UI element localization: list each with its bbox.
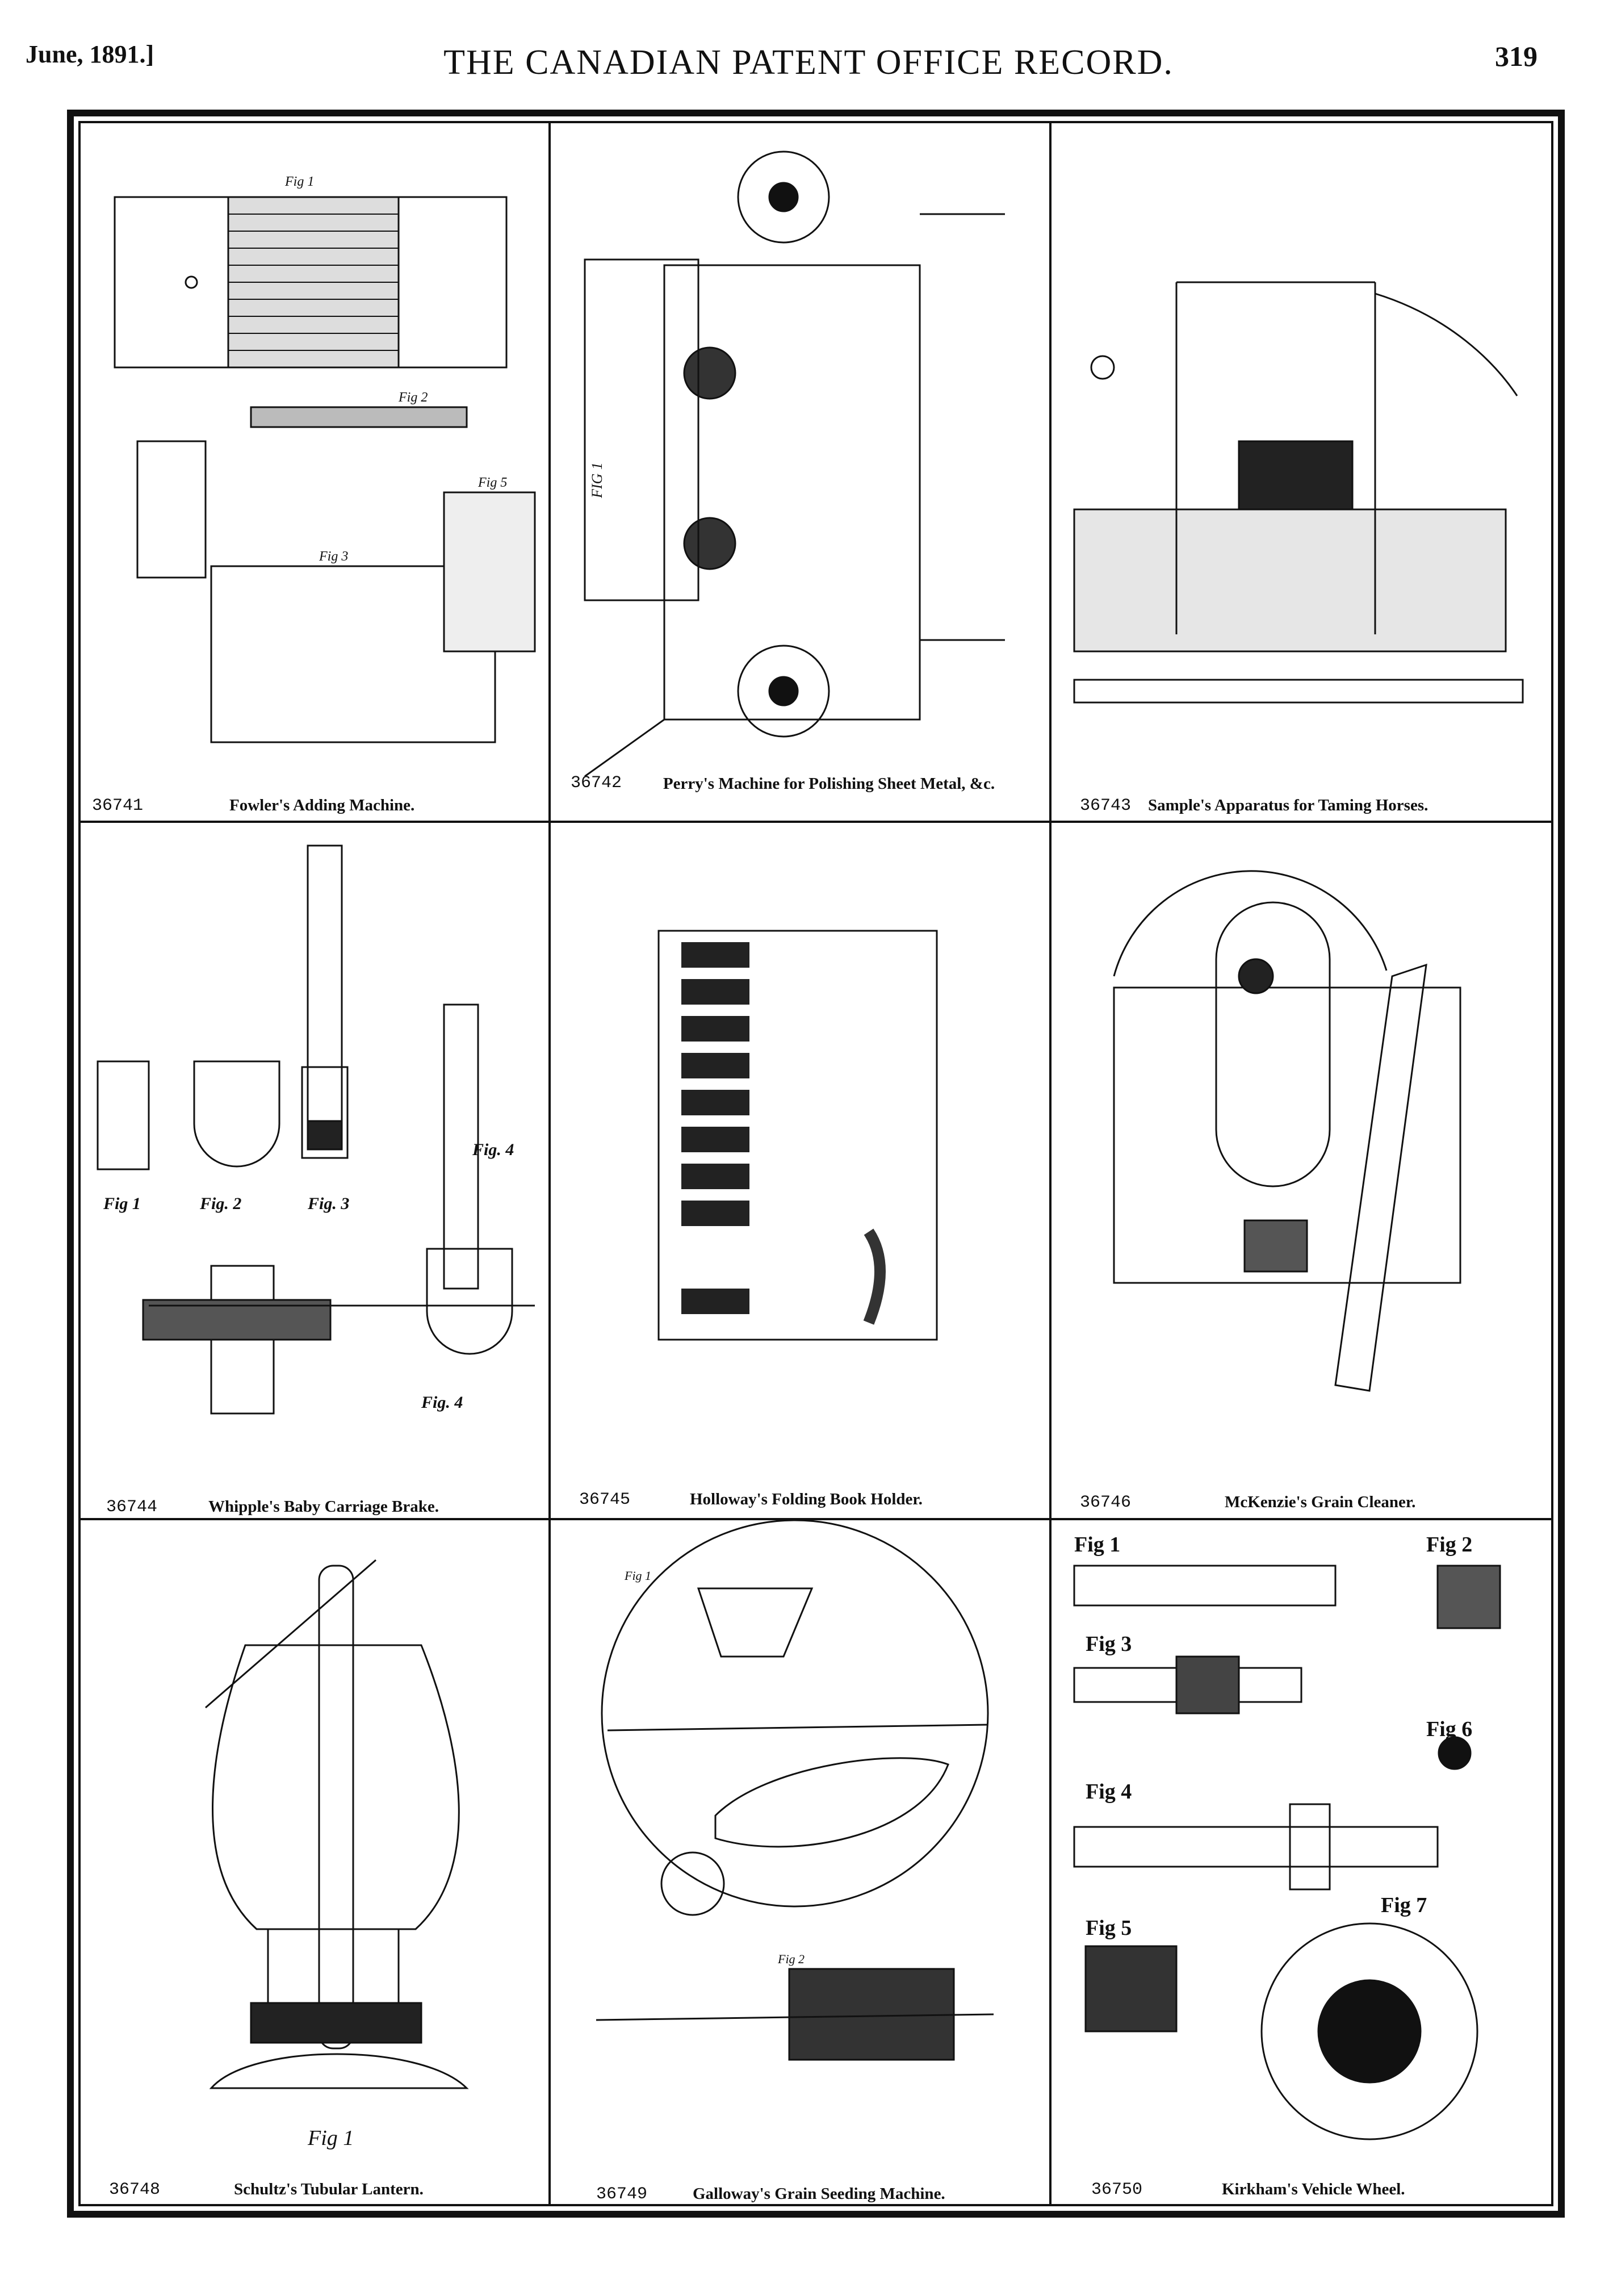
grid-divider-v2 — [1049, 121, 1052, 2206]
patent-number: 36749 — [596, 2185, 648, 2204]
kirkham-fig4-label: Fig 4 — [1086, 1780, 1132, 1804]
fowler-fig1-label: Fig 1 — [284, 174, 314, 189]
patent-number: 36748 — [109, 2180, 161, 2199]
page-border-outer — [67, 110, 1565, 2218]
patent-number: 36741 — [92, 796, 144, 815]
patent-panel-sample: 36743 Sample's Apparatus for Taming Hors… — [1052, 123, 1551, 821]
schultz-drawing: Fig 1 — [205, 1559, 469, 2150]
patent-panel-holloway: 36745 Holloway's Folding Book Holder. — [551, 823, 1049, 1518]
sample-drawing — [1073, 281, 1524, 704]
patent-title: McKenzie's Grain Cleaner. — [1225, 1493, 1416, 1511]
whipple-fig3-label: Fig. 3 — [307, 1194, 349, 1213]
publication-title: THE CANADIAN PATENT OFFICE RECORD. — [443, 43, 1174, 82]
patent-panel-whipple: Fig 1 Fig. 2 Fig. 3 Fig. 4 Fig. 4 36744 … — [81, 823, 548, 1518]
patent-title: Fowler's Adding Machine. — [229, 796, 415, 814]
whipple-fig4-label-b: Fig. 4 — [421, 1393, 463, 1412]
patent-panel-mckenzie: 36746 McKenzie's Grain Cleaner. — [1052, 823, 1551, 1518]
grid-divider-h2 — [78, 1518, 1553, 1520]
patent-number: 36743 — [1080, 796, 1132, 815]
patent-title: Schultz's Tubular Lantern. — [234, 2180, 424, 2198]
fowler-fig2-label: Fig 2 — [398, 390, 428, 405]
kirkham-fig3-label: Fig 3 — [1086, 1632, 1132, 1656]
kirkham-fig5-label: Fig 5 — [1086, 1916, 1132, 1940]
patent-number: 36745 — [579, 1490, 631, 1509]
whipple-fig4-label-a: Fig. 4 — [472, 1140, 514, 1159]
patent-title: Kirkham's Vehicle Wheel. — [1222, 2180, 1405, 2198]
patent-title: Whipple's Baby Carriage Brake. — [208, 1498, 439, 1516]
patent-panel-fowler: Fig 1 Fig 2 Fig 3 Fig 5 36741 Fowler's A… — [81, 123, 548, 821]
mckenzie-drawing — [1113, 870, 1461, 1392]
galloway-fig2-label: Fig 2 — [777, 1952, 805, 1966]
schultz-fig1-label: Fig 1 — [307, 2126, 354, 2150]
fowler-fig3-label: Fig 3 — [319, 549, 348, 564]
kirkham-drawing: Fig 1 Fig 2 Fig 3 Fig 6 Fig 4 Fig 5 Fig … — [1073, 1533, 1501, 2140]
patent-number: 36744 — [106, 1498, 158, 1517]
galloway-fig1-label: Fig 1 — [624, 1569, 651, 1583]
patent-panel-kirkham: Fig 1 Fig 2 Fig 3 Fig 6 Fig 4 Fig 5 Fig … — [1052, 1520, 1551, 2204]
patent-title: Galloway's Grain Seeding Machine. — [693, 2185, 945, 2203]
perry-fig-label: FIG 1 — [589, 462, 605, 499]
whipple-fig1-label: Fig 1 — [103, 1194, 141, 1213]
whipple-drawing: Fig 1 Fig. 2 Fig. 3 Fig. 4 Fig. 4 — [97, 844, 535, 1415]
kirkham-fig6-label: Fig 6 — [1426, 1717, 1472, 1741]
grid-divider-v1 — [548, 121, 551, 2206]
patent-number: 36746 — [1080, 1493, 1132, 1512]
page-border-inner — [78, 121, 1553, 2206]
perry-drawing: FIG 1 — [584, 150, 1005, 777]
fowler-fig5-label: Fig 5 — [477, 475, 507, 490]
fowler-drawing: Fig 1 Fig 2 Fig 3 Fig 5 — [114, 174, 536, 743]
kirkham-fig2-label: Fig 2 — [1426, 1533, 1472, 1557]
patent-panel-galloway: Fig 1 Fig 2 36749 Galloway's Grain Seedi… — [551, 1520, 1049, 2204]
patent-title: Sample's Apparatus for Taming Horses. — [1148, 796, 1429, 814]
galloway-drawing: Fig 1 Fig 2 — [596, 1520, 994, 2061]
holloway-drawing — [657, 930, 938, 1341]
page-number: 319 — [1495, 40, 1538, 72]
patent-panel-perry: FIG 1 36742 Perry's Machine for Polishin… — [551, 123, 1049, 821]
patent-number: 36750 — [1091, 2180, 1143, 2199]
grid-divider-h1 — [78, 821, 1553, 823]
patent-panel-schultz: Fig 1 36748 Schultz's Tubular Lantern. — [81, 1520, 548, 2204]
patent-number: 36742 — [571, 773, 622, 793]
whipple-fig2-label: Fig. 2 — [199, 1194, 241, 1213]
patent-title: Perry's Machine for Polishing Sheet Meta… — [663, 775, 995, 793]
kirkham-fig1-label: Fig 1 — [1074, 1533, 1120, 1557]
issue-date: June, 1891.] — [26, 40, 154, 68]
kirkham-fig7-label: Fig 7 — [1381, 1893, 1427, 1917]
patent-title: Holloway's Folding Book Holder. — [690, 1490, 923, 1508]
